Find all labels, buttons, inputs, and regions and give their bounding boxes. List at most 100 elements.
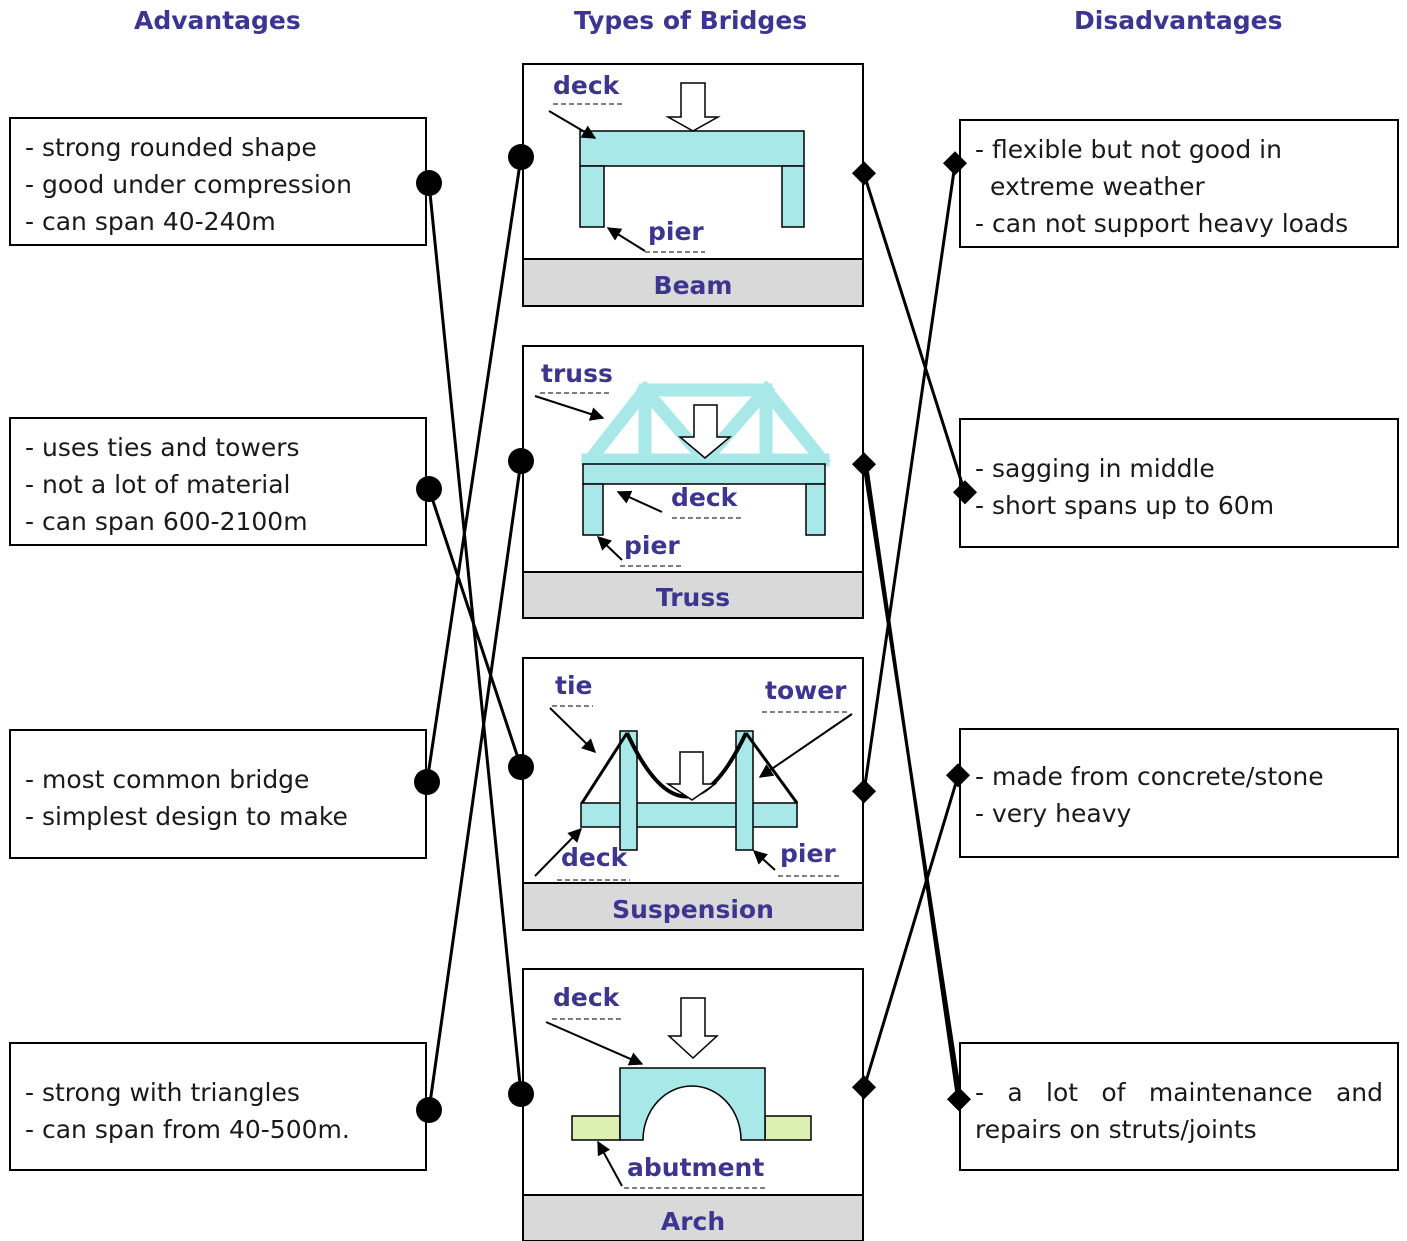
suspension-deck-shape <box>580 802 798 828</box>
types-of-bridges-header: Types of Bridges <box>574 6 808 35</box>
connector-line <box>862 775 960 1089</box>
pointer-arrow <box>616 490 663 513</box>
connector-diamond <box>946 1087 972 1112</box>
suspension-deck-label: deck <box>561 843 629 872</box>
pointer-arrow <box>534 395 605 421</box>
advantage-line: - can span 600-2100m <box>25 507 308 536</box>
truss-pier-shape <box>805 483 826 536</box>
arch-deck-shape <box>619 1067 766 1141</box>
arch-abutment-shape <box>571 1115 621 1141</box>
advantage-box-truss: - strong with triangles - can span from … <box>9 1042 427 1171</box>
connector-diamond <box>945 763 971 788</box>
disadvantage-line: - flexible but not good in <box>975 135 1282 164</box>
advantage-line: - simplest design to make <box>25 802 348 831</box>
connector-line <box>862 163 957 793</box>
beam-deck-label: deck <box>553 71 621 100</box>
advantage-line: - uses ties and towers <box>25 433 300 462</box>
pointer-arrow <box>606 227 646 252</box>
beam-name-bar <box>522 258 864 307</box>
disadvantage-box-suspension: - flexible but not good in extreme weath… <box>959 119 1399 248</box>
truss-deck-shape <box>582 463 826 485</box>
advantage-box-suspension: - uses ties and towers - not a lot of ma… <box>9 417 427 546</box>
suspension-panel: Suspension tie tower deck pier <box>522 657 864 931</box>
suspension-tie-line <box>580 732 629 804</box>
truss-deck-label: deck <box>671 483 739 512</box>
load-arrow-icon <box>665 751 718 801</box>
truss-pier-label: pier <box>624 531 680 560</box>
advantage-connectors <box>425 156 523 1111</box>
connector-dot <box>416 170 442 196</box>
arch-panel: Arch deck abutment <box>522 968 864 1241</box>
load-arrow-icon <box>667 997 719 1060</box>
truss-name: Truss <box>656 583 730 612</box>
suspension-tower-label: tower <box>765 676 847 705</box>
disadvantages-header: Disadvantages <box>1074 6 1283 35</box>
connector-dot <box>508 144 534 170</box>
disadvantage-box-truss: - a lot of maintenance and repairs on st… <box>959 1042 1399 1171</box>
advantage-line: - can span 40-240m <box>25 207 276 236</box>
disadvantage-connectors <box>862 163 967 1102</box>
load-arrow-icon <box>665 82 721 132</box>
suspension-tower-shape <box>735 730 754 851</box>
truss-name-bar <box>522 571 864 619</box>
beam-pier-label: pier <box>648 217 704 246</box>
advantage-line: - not a lot of material <box>25 470 291 499</box>
disadvantage-line: - can not support heavy loads <box>975 209 1349 238</box>
suspension-name: Suspension <box>612 895 774 924</box>
truss-pier-shape <box>582 483 604 536</box>
connector-dot <box>414 769 440 795</box>
pointer-arrow <box>549 707 597 753</box>
suspension-pier-label: pier <box>780 839 836 868</box>
beam-deck-shape <box>579 130 805 167</box>
beam-panel: Beam deck pier <box>522 63 864 307</box>
pointer-arrow <box>758 713 853 778</box>
advantage-line: - strong rounded shape <box>25 133 317 162</box>
connector-dot <box>416 1097 442 1123</box>
disadvantage-box-arch: - made from concrete/stone - very heavy <box>959 728 1399 858</box>
suspension-name-bar <box>522 882 864 931</box>
connector-line <box>427 488 523 768</box>
connector-line <box>865 467 960 1102</box>
advantage-line: - most common bridge <box>25 765 310 794</box>
connector-dot <box>416 476 442 502</box>
connector-dot <box>508 754 534 780</box>
arch-abutment-label: abutment <box>627 1153 764 1182</box>
advantage-line: - can span from 40-500m. <box>25 1115 350 1144</box>
advantage-box-beam: - most common bridge - simplest design t… <box>9 729 427 859</box>
disadvantage-diamonds <box>851 151 978 1112</box>
beam-name: Beam <box>654 271 733 300</box>
disadvantage-line: - made from concrete/stone <box>975 762 1324 791</box>
advantage-line: - strong with triangles <box>25 1078 300 1107</box>
truss-panel: Truss truss deck pier <box>522 345 864 619</box>
disadvantage-line: repairs on struts/joints <box>975 1115 1257 1144</box>
disadvantage-line: - very heavy <box>975 799 1132 828</box>
arch-name: Arch <box>661 1207 725 1236</box>
connector-diamond <box>942 151 968 176</box>
beam-pier-shape <box>579 165 605 228</box>
load-arrow-icon <box>677 404 733 459</box>
pointer-arrow <box>534 827 582 877</box>
connector-diamond <box>952 480 978 505</box>
advantage-dots <box>414 144 534 1123</box>
disadvantage-line: - sagging in middle <box>975 454 1215 483</box>
pointer-arrow <box>752 850 776 871</box>
pointer-arrow <box>596 536 623 561</box>
pointer-arrow <box>597 1140 623 1187</box>
connector-dot <box>508 448 534 474</box>
suspension-tie-label: tie <box>555 671 592 700</box>
truss-truss-label: truss <box>541 359 613 388</box>
pointer-arrow <box>548 110 597 139</box>
connector-line <box>425 156 523 783</box>
arch-name-bar <box>522 1194 864 1241</box>
disadvantage-line: - short spans up to 60m <box>975 491 1275 520</box>
advantages-header: Advantages <box>134 6 301 35</box>
advantage-line: - good under compression <box>25 170 352 199</box>
connector-line <box>427 460 523 1111</box>
arch-deck-label: deck <box>553 983 621 1012</box>
pointer-arrow <box>545 1021 644 1066</box>
disadvantage-box-beam: - sagging in middle - short spans up to … <box>959 418 1399 548</box>
beam-pier-shape <box>781 165 805 228</box>
arch-abutment-shape <box>764 1115 812 1141</box>
connector-line <box>427 182 523 1095</box>
